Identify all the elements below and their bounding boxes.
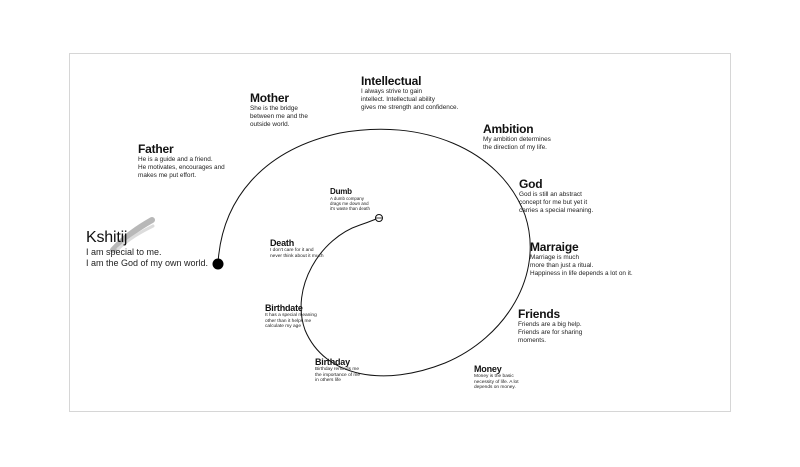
node-desc: It has a special meaning other than it h… [265, 313, 317, 330]
node-title: Death [270, 238, 295, 248]
node-title: Birthday [315, 357, 350, 367]
node-title: Birthdate [265, 303, 303, 313]
node-birthday: Birthday Birthday reminds me the importa… [315, 357, 360, 384]
node-title: Friends [518, 307, 560, 321]
node-title: God [519, 177, 543, 191]
node-desc: A dumb company drags me down and it's wa… [330, 196, 370, 212]
node-dumb: Dumb A dumb company drags me down and it… [330, 187, 370, 212]
diagram-frame [69, 53, 731, 412]
node-intellectual: Intellectual I always strive to gain int… [361, 75, 458, 113]
node-desc: I always strive to gain intellect. Intel… [361, 88, 459, 112]
node-marraige: Marraige Marriage is much more than just… [530, 241, 633, 279]
spiral-path [217, 128, 531, 377]
node-desc: I don't care for it and never think abou… [270, 248, 324, 259]
node-title: Kshitij [86, 229, 128, 246]
brush-stroke [110, 217, 155, 253]
node-desc: My ambition determines the direction of … [483, 136, 551, 152]
node-death: Death I don't care for it and never thin… [270, 238, 324, 259]
node-desc: Friends are a big help. Friends are for … [518, 321, 583, 345]
node-god: God God is still an abstract concept for… [519, 178, 593, 216]
node-title: Marraige [530, 240, 579, 254]
node-title: Intellectual [361, 74, 422, 88]
node-friends: Friends Friends are a big help. Friends … [518, 308, 582, 346]
start-dot [212, 258, 224, 270]
node-ambition: Ambition My ambition determines the dire… [483, 123, 551, 152]
node-desc: God is still an abstract concept for me … [519, 191, 594, 215]
node-title: Father [138, 142, 174, 156]
node-title: Money [474, 364, 502, 374]
node-desc: He is a guide and a friend. He motivates… [138, 156, 225, 180]
node-title: Ambition [483, 122, 534, 136]
node-desc: Money is the basic necessity of life. A … [474, 374, 519, 391]
brush-stroke-2 [116, 224, 155, 251]
node-desc: She is the bridge between me and the out… [250, 105, 308, 129]
node-birthdate: Birthdate It has a special meaning other… [265, 303, 317, 330]
node-mother: Mother She is the bridge between me and … [250, 92, 308, 130]
node-kshitij: Kshitij I am special to me. I am the God… [86, 229, 208, 269]
node-title: Dumb [330, 187, 352, 196]
node-desc: Marriage is much more than just a ritual… [530, 254, 633, 278]
node-title: Mother [250, 91, 289, 105]
node-father: Father He is a guide and a friend. He mo… [138, 143, 225, 181]
node-money: Money Money is the basic necessity of li… [474, 364, 519, 391]
node-desc: I am special to me. I am the God of my o… [86, 247, 209, 268]
node-desc: Birthday reminds me the importance of me… [315, 367, 361, 384]
